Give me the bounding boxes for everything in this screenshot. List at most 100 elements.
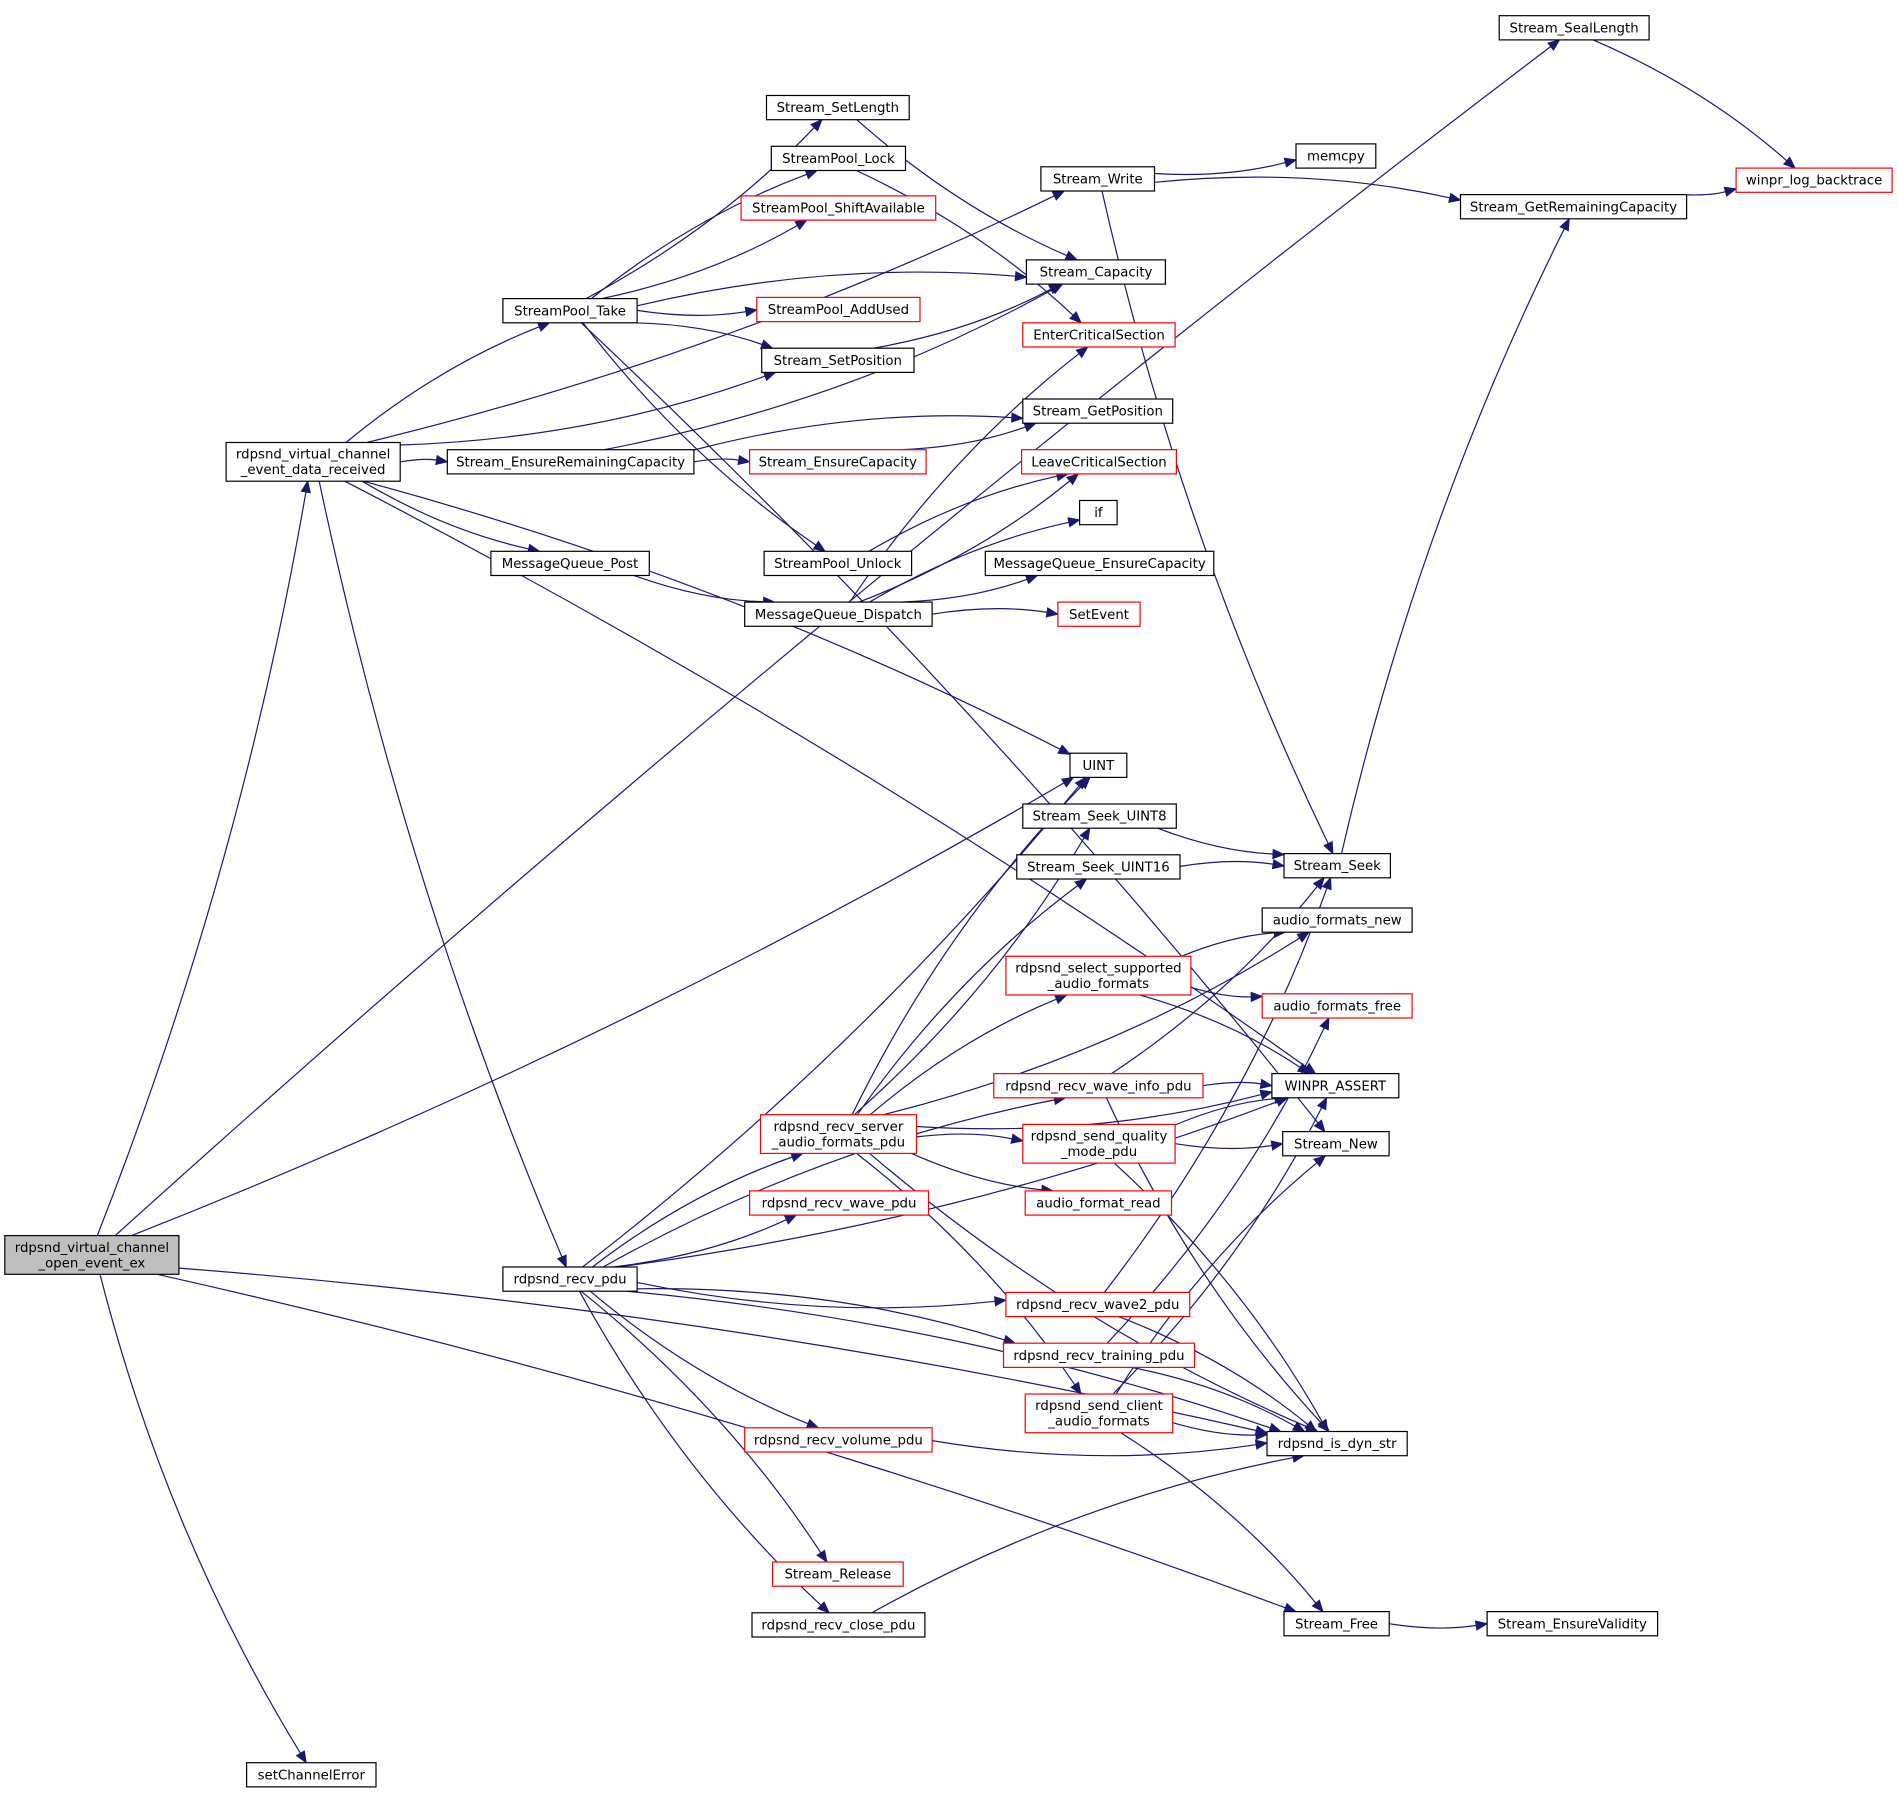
node-rdpsnd_recv_server_audio_formats_pdu[interactable]: rdpsnd_recv_server_audio_formats_pdu (759, 1114, 918, 1154)
node-box[interactable] (225, 441, 401, 482)
node-StreamPool_Lock[interactable]: StreamPool_Lock (770, 145, 907, 172)
node-MessageQueue_Dispatch[interactable]: MessageQueue_Dispatch (744, 601, 933, 627)
node-StreamPool_AddUsed[interactable]: StreamPool_AddUsed (756, 296, 921, 323)
node-box[interactable] (1282, 1130, 1390, 1157)
node-rdpsnd_recv_wave_pdu[interactable]: rdpsnd_recv_wave_pdu (748, 1190, 930, 1216)
node-box[interactable] (756, 296, 921, 323)
node-box[interactable] (4, 1234, 180, 1275)
node-box[interactable] (748, 1190, 930, 1216)
node-Stream_SetPosition[interactable]: Stream_SetPosition (761, 347, 915, 374)
node-box[interactable] (984, 550, 1215, 577)
node-box[interactable] (1022, 803, 1177, 829)
node-rdpsnd_send_quality_mode_pdu[interactable]: rdpsnd_send_quality_mode_pdu (1022, 1123, 1176, 1164)
node-Stream_GetRemainingCapacity[interactable]: Stream_GetRemainingCapacity (1459, 194, 1688, 220)
node-box[interactable] (1022, 1123, 1176, 1164)
node-Stream_GetPosition[interactable]: Stream_GetPosition (1022, 398, 1174, 424)
node-box[interactable] (751, 1612, 926, 1638)
node-box[interactable] (1040, 166, 1156, 192)
node-LeaveCriticalSection[interactable]: LeaveCriticalSection (1020, 449, 1177, 475)
node-rdpsnd_recv_wave2_pdu[interactable]: rdpsnd_recv_wave2_pdu (1005, 1291, 1191, 1318)
node-event_data_received[interactable]: rdpsnd_virtual_channel_event_data_receiv… (225, 441, 401, 482)
node-rdpsnd_recv_volume_pdu[interactable]: rdpsnd_recv_volume_pdu (744, 1427, 933, 1453)
node-Stream_EnsureRemainingCapacity[interactable]: Stream_EnsureRemainingCapacity (446, 449, 695, 475)
node-Stream_EnsureValidity[interactable]: Stream_EnsureValidity (1486, 1610, 1659, 1637)
node-box[interactable] (765, 94, 910, 121)
node-memcpy[interactable]: memcpy (1295, 143, 1377, 169)
node-box[interactable] (1024, 1393, 1174, 1434)
node-rdpsnd_recv_close_pdu[interactable]: rdpsnd_recv_close_pdu (751, 1612, 926, 1638)
node-box[interactable] (502, 1266, 638, 1292)
node-audio_formats_new[interactable]: audio_formats_new (1261, 907, 1413, 933)
node-rdpsnd_recv_training_pdu[interactable]: rdpsnd_recv_training_pdu (1002, 1342, 1196, 1368)
node-box[interactable] (1266, 1430, 1408, 1457)
node-Stream_Release[interactable]: Stream_Release (771, 1561, 904, 1587)
node-box[interactable] (1005, 1291, 1191, 1318)
node-box[interactable] (993, 1072, 1204, 1099)
node-Stream_Seek_UINT8[interactable]: Stream_Seek_UINT8 (1022, 803, 1177, 829)
node-box[interactable] (446, 449, 695, 475)
node-Stream_Write[interactable]: Stream_Write (1040, 166, 1156, 192)
node-box[interactable] (1486, 1610, 1659, 1637)
node-box[interactable] (1025, 259, 1167, 285)
node-box[interactable] (490, 550, 650, 577)
node-box[interactable] (744, 1427, 933, 1453)
node-Stream_Seek[interactable]: Stream_Seek (1283, 852, 1392, 879)
node-box[interactable] (1069, 752, 1128, 779)
node-UINT[interactable]: UINT (1069, 752, 1128, 779)
node-box[interactable] (1002, 1342, 1196, 1368)
node-Stream_EnsureCapacity[interactable]: Stream_EnsureCapacity (748, 449, 927, 475)
node-box[interactable] (1261, 907, 1413, 933)
node-box[interactable] (1022, 322, 1176, 348)
node-StreamPool_ShiftAvailable[interactable]: StreamPool_ShiftAvailable (740, 195, 937, 221)
node-audio_formats_free[interactable]: audio_formats_free (1261, 993, 1413, 1019)
node-Stream_Capacity[interactable]: Stream_Capacity (1025, 259, 1167, 285)
node-box[interactable] (502, 298, 638, 324)
node-box[interactable] (771, 1561, 904, 1587)
node-box[interactable] (1498, 15, 1650, 41)
node-Stream_SetLength[interactable]: Stream_SetLength (765, 94, 910, 121)
node-box[interactable] (1016, 854, 1181, 880)
node-audio_format_read[interactable]: audio_format_read (1024, 1190, 1173, 1216)
node-EnterCriticalSection[interactable]: EnterCriticalSection (1022, 322, 1176, 348)
node-box[interactable] (1261, 993, 1413, 1019)
node-rdpsnd_recv_wave_info_pdu[interactable]: rdpsnd_recv_wave_info_pdu (993, 1072, 1204, 1099)
node-box[interactable] (763, 550, 913, 577)
node-open_event_ex[interactable]: rdpsnd_virtual_channel_open_event_ex (4, 1234, 180, 1275)
node-StreamPool_Unlock[interactable]: StreamPool_Unlock (763, 550, 913, 577)
node-box[interactable] (748, 449, 927, 475)
node-box[interactable] (1022, 398, 1174, 424)
node-box[interactable] (1057, 601, 1141, 627)
node-box[interactable] (1295, 143, 1377, 169)
node-box[interactable] (1735, 167, 1893, 193)
node-box[interactable] (1005, 955, 1192, 996)
node-box[interactable] (759, 1114, 918, 1154)
node-Stream_SealLength[interactable]: Stream_SealLength (1498, 15, 1650, 41)
node-rdpsnd_is_dyn_str[interactable]: rdpsnd_is_dyn_str (1266, 1430, 1408, 1457)
node-box[interactable] (1283, 852, 1392, 879)
node-box[interactable] (1283, 1610, 1390, 1637)
node-box[interactable] (1020, 449, 1177, 475)
node-box[interactable] (1024, 1190, 1173, 1216)
node-Stream_New[interactable]: Stream_New (1282, 1130, 1390, 1157)
node-box[interactable] (770, 145, 907, 172)
node-rdpsnd_select_supported_audio_formats[interactable]: rdpsnd_select_supported_audio_formats (1005, 955, 1192, 996)
node-box[interactable] (761, 347, 915, 374)
node-Stream_Seek_UINT16[interactable]: Stream_Seek_UINT16 (1016, 854, 1181, 880)
node-MessageQueue_EnsureCapacity[interactable]: MessageQueue_EnsureCapacity (984, 550, 1215, 577)
node-Stream_Free[interactable]: Stream_Free (1283, 1610, 1390, 1637)
node-box[interactable] (1078, 499, 1118, 526)
node-box[interactable] (1459, 194, 1688, 220)
node-if[interactable]: if (1078, 499, 1118, 526)
node-SetEvent[interactable]: SetEvent (1057, 601, 1141, 627)
node-box[interactable] (740, 195, 937, 221)
node-setChannelError[interactable]: setChannelError (246, 1762, 377, 1788)
node-rdpsnd_recv_pdu[interactable]: rdpsnd_recv_pdu (502, 1266, 638, 1292)
node-rdpsnd_send_client_audio_formats[interactable]: rdpsnd_send_client_audio_formats (1024, 1393, 1174, 1434)
node-box[interactable] (744, 601, 933, 627)
node-box[interactable] (1271, 1072, 1400, 1099)
node-StreamPool_Take[interactable]: StreamPool_Take (502, 298, 638, 324)
node-winpr_log_backtrace[interactable]: winpr_log_backtrace (1735, 167, 1893, 193)
node-box[interactable] (246, 1762, 377, 1788)
node-WINPR_ASSERT[interactable]: WINPR_ASSERT (1271, 1072, 1400, 1099)
node-MessageQueue_Post[interactable]: MessageQueue_Post (490, 550, 650, 577)
